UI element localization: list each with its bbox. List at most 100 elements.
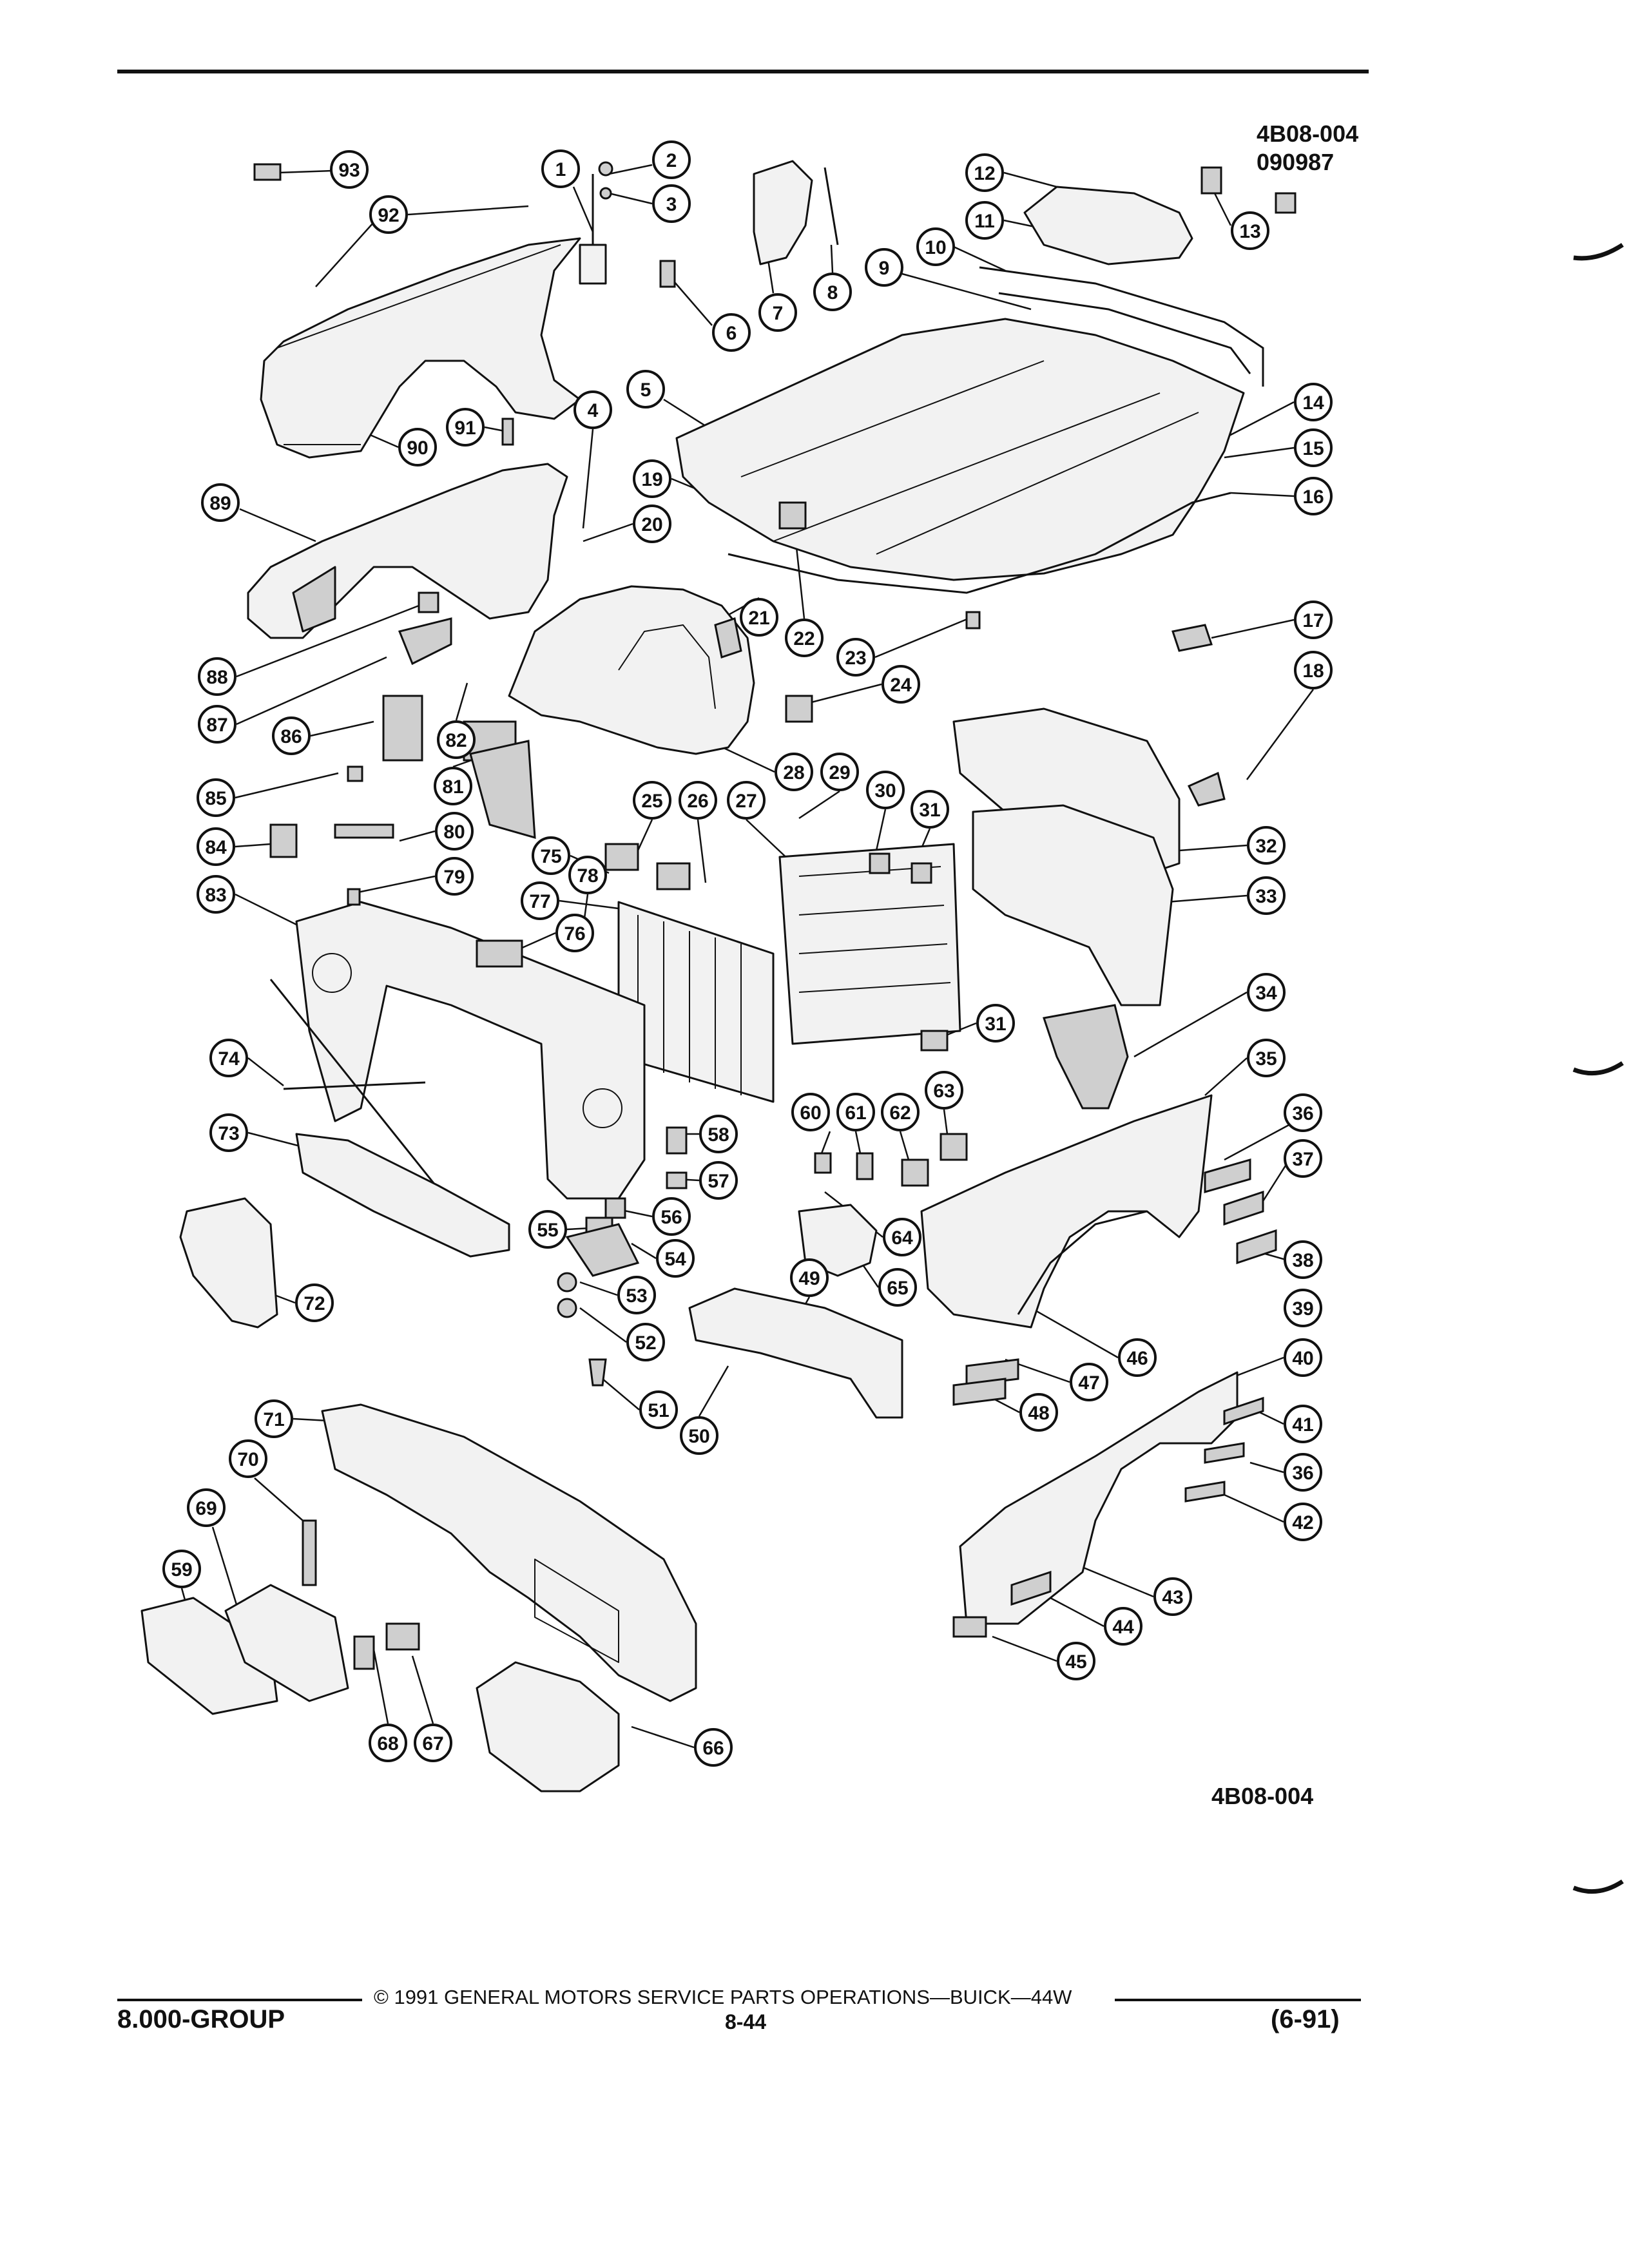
callout-label: 54 (664, 1249, 686, 1270)
callout-label: 86 (280, 726, 302, 747)
callout-3: 3 (652, 184, 691, 223)
callout-59: 59 (162, 1550, 201, 1588)
callout-circle (434, 767, 472, 805)
callout-circle (617, 1276, 656, 1314)
callout-label: 81 (442, 776, 463, 798)
callout-circle (881, 1093, 920, 1131)
callout-21: 21 (740, 598, 778, 637)
callout-15: 15 (1294, 428, 1333, 467)
callout-40: 40 (1284, 1338, 1322, 1377)
callout-label: 44 (1112, 1617, 1134, 1638)
callout-circle (820, 753, 859, 791)
callout-label: 17 (1302, 610, 1324, 631)
callout-circle (679, 781, 717, 820)
callout-circle (187, 1488, 226, 1527)
callout-label: 67 (422, 1733, 443, 1754)
callout-circle (369, 1724, 407, 1762)
callout-33: 33 (1247, 876, 1286, 915)
callout-36: 36 (1284, 1093, 1322, 1132)
callout-circle (1118, 1338, 1157, 1377)
callout-28: 28 (775, 753, 813, 791)
fan-shroud (952, 707, 1181, 1006)
binding-mark-2 (1572, 1061, 1624, 1076)
callout-label: 57 (708, 1171, 729, 1192)
callout-circle (197, 827, 235, 866)
callout-62: 62 (881, 1093, 920, 1131)
callout-92: 92 (369, 195, 408, 234)
callout-60: 60 (791, 1093, 830, 1131)
callout-84: 84 (197, 827, 235, 866)
callout-circle (626, 1323, 665, 1361)
callout-circle (626, 370, 665, 408)
callout-circle (541, 149, 580, 188)
callout-label: 85 (205, 788, 226, 809)
callout-label: 56 (660, 1207, 682, 1228)
hood-latch-rod (579, 174, 607, 285)
callout-label: 77 (529, 891, 550, 912)
callout-label: 33 (1255, 886, 1277, 907)
callout-label: 18 (1302, 660, 1324, 682)
right-front-fender (920, 1094, 1213, 1329)
callout-circle (435, 857, 474, 896)
callout-label: 65 (887, 1278, 908, 1299)
callout-circle (197, 875, 235, 914)
callout-87: 87 (198, 705, 236, 744)
callout-label: 71 (263, 1409, 284, 1430)
callout-71: 71 (255, 1399, 293, 1438)
callout-circle (836, 1093, 875, 1131)
callout-86: 86 (272, 716, 311, 755)
callout-7: 7 (758, 293, 797, 332)
callout-54: 54 (656, 1239, 695, 1278)
callout-circle (521, 881, 559, 920)
callout-label: 27 (735, 791, 757, 812)
callout-61: 61 (836, 1093, 875, 1131)
callout-51: 51 (639, 1390, 678, 1429)
callout-6: 6 (712, 313, 751, 352)
callout-label: 66 (702, 1738, 724, 1759)
callout-1: 1 (541, 149, 580, 188)
callout-label: 63 (933, 1081, 954, 1102)
callout-circle (446, 408, 485, 447)
lower-baffle (179, 1197, 278, 1329)
hood-panel (675, 318, 1245, 581)
headlamp-bezel (476, 1661, 620, 1792)
callout-label: 53 (626, 1285, 647, 1307)
small-parts (253, 161, 1296, 1670)
grille (140, 1597, 278, 1715)
callout-label: 12 (974, 163, 995, 184)
callout-label: 92 (378, 205, 399, 226)
callout-2: 2 (652, 140, 691, 179)
callout-circle (1284, 1338, 1322, 1377)
callout-25: 25 (633, 781, 671, 820)
callout-label: 37 (1292, 1149, 1313, 1170)
callout-circle (1247, 973, 1286, 1012)
callout-circle (1294, 651, 1333, 689)
callout-89: 89 (201, 483, 240, 522)
callout-label: 9 (879, 258, 890, 279)
callout-label: 40 (1292, 1348, 1313, 1369)
callout-circle (965, 153, 1004, 192)
callout-label: 93 (338, 160, 360, 181)
callout-circle (1294, 383, 1333, 421)
callout-38: 38 (1284, 1240, 1322, 1279)
callout-9: 9 (865, 248, 903, 287)
callout-label: 36 (1292, 1463, 1313, 1484)
callout-label: 5 (641, 380, 651, 401)
callout-57: 57 (699, 1161, 738, 1200)
callout-44: 44 (1104, 1607, 1142, 1646)
bumper-filler (688, 1287, 903, 1419)
callout-label: 11 (974, 211, 995, 232)
callout-circle (1294, 601, 1333, 639)
callout-65: 65 (878, 1268, 917, 1307)
left-inner-fender (247, 463, 568, 639)
callout-70: 70 (229, 1439, 267, 1478)
callout-label: 41 (1292, 1414, 1313, 1436)
callout-circle (1284, 1503, 1322, 1541)
callout-label: 29 (829, 762, 850, 783)
hood-release-cable (728, 492, 1231, 594)
footer-rule-left (117, 1999, 362, 2001)
callout-26: 26 (679, 781, 717, 820)
callout-circle (209, 1039, 248, 1077)
binding-mark-3 (1572, 1879, 1624, 1894)
callout-93: 93 (330, 150, 369, 189)
